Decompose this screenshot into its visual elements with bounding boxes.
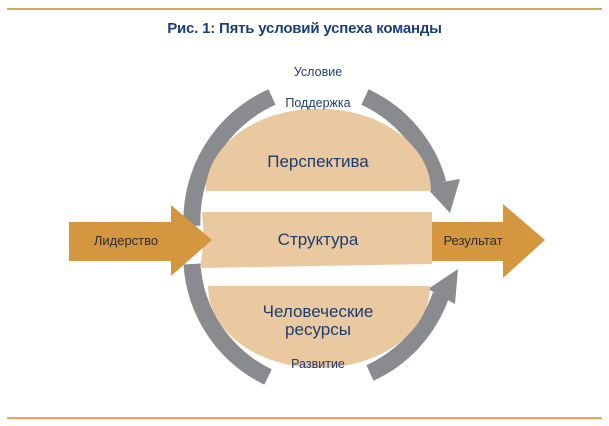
arrowhead-top-right	[424, 179, 460, 213]
arc-top-left	[183, 89, 276, 227]
perspective-dome	[206, 108, 431, 191]
arc-bottom-right	[366, 292, 450, 381]
arc-bottom-left	[183, 263, 272, 385]
human-resources-label-2: ресурсы	[285, 320, 351, 339]
output-arrow	[432, 204, 545, 278]
support-label: Поддержка	[285, 96, 351, 110]
arrowhead-bottom-right	[428, 269, 458, 304]
input-arrow	[69, 205, 212, 276]
structure-band	[200, 212, 432, 268]
top-rule	[7, 8, 602, 10]
human-resources-label-1: Человеческие	[262, 302, 374, 321]
bottom-rule	[7, 417, 602, 419]
structure-label: Структура	[277, 230, 359, 249]
perspective-label: Перспектива	[267, 152, 369, 171]
figure-title: Рис. 1: Пять условий успеха команды	[167, 20, 442, 37]
human-resources-bowl	[208, 286, 430, 368]
input-arrow-label: Лидерство	[93, 233, 159, 248]
cycle-arrows	[183, 89, 460, 385]
development-label: Развитие	[291, 357, 345, 371]
arc-top-right	[361, 89, 447, 186]
condition-label: Условие	[293, 65, 343, 79]
output-arrow-label: Результат	[443, 233, 503, 248]
